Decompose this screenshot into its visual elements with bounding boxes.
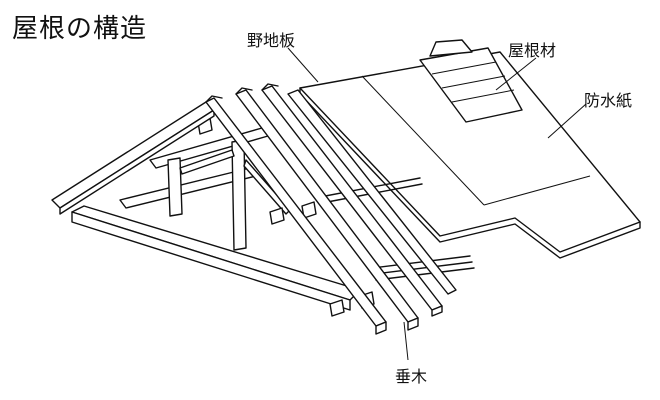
label-taruki: 垂木 (395, 367, 428, 386)
label-yanezai: 屋根材 (508, 41, 557, 60)
rafters (51, 83, 457, 335)
diagram-title: 屋根の構造 (12, 14, 148, 44)
roofing-material (419, 39, 523, 123)
label-nojiita: 野地板 (247, 31, 296, 50)
label-bousuishi: 防水紙 (584, 91, 633, 110)
leader-lines (287, 47, 587, 361)
